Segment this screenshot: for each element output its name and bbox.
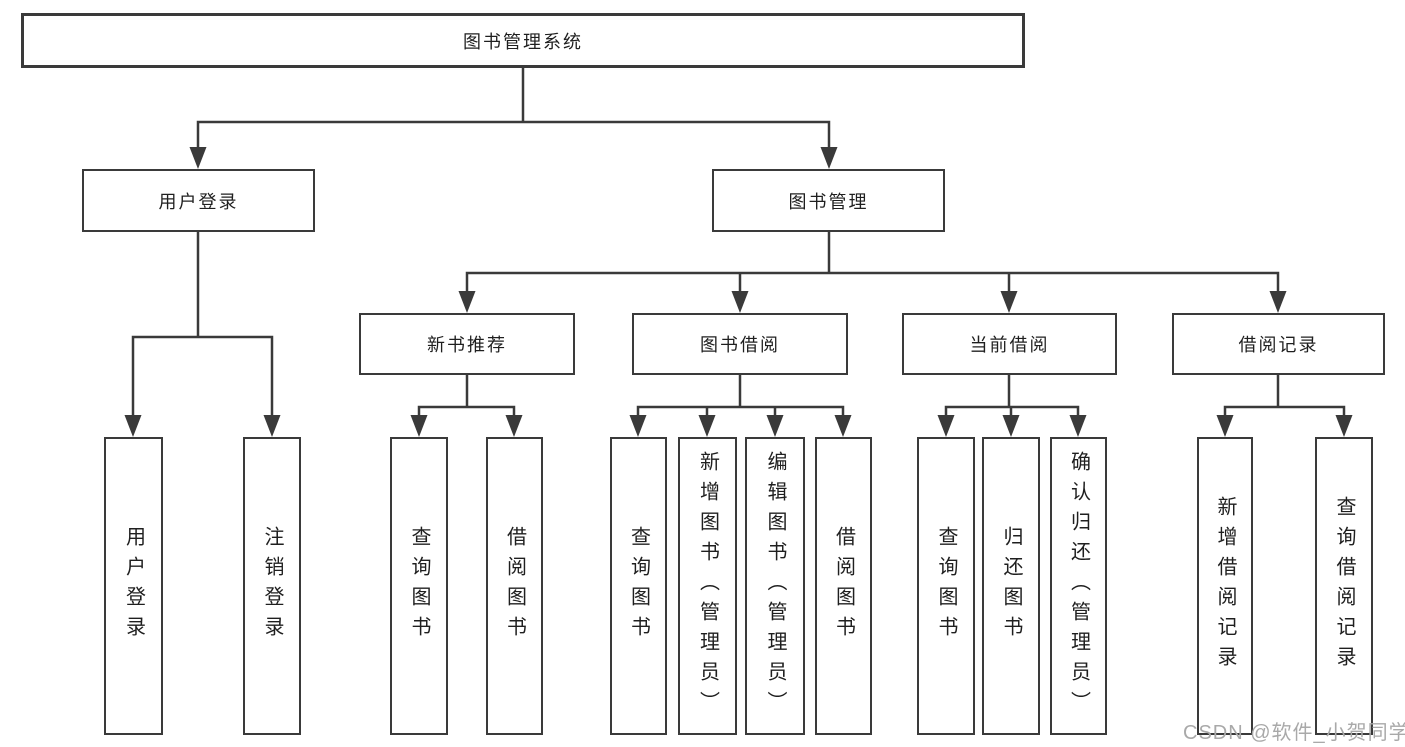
node-user-login: 用户登录 <box>82 169 315 232</box>
node-label: 图书借阅 <box>700 335 780 355</box>
node-borrowing-records: 借阅记录 <box>1172 313 1385 375</box>
node-label: 借阅图书 <box>503 526 526 646</box>
connector-lines <box>131 68 1346 418</box>
leaf-query-books: 查询图书 <box>610 437 667 735</box>
node-label: 用户登录 <box>158 191 239 212</box>
node-label: 查询图书 <box>408 526 430 646</box>
leaf-add-borrow-record: 新增借阅记录 <box>1197 437 1253 735</box>
node-label: 当前借阅 <box>969 335 1050 355</box>
node-label: 用户登录 <box>122 526 145 646</box>
leaf-return-books: 归还图书 <box>982 437 1040 735</box>
leaf-confirm-return-admin: 确认归还（管理员） <box>1050 437 1107 735</box>
node-label: 图书管理 <box>788 191 869 212</box>
node-current-borrowing: 当前借阅 <box>902 313 1117 375</box>
leaf-query-books: 查询图书 <box>390 437 448 735</box>
leaf-user-login: 用户登录 <box>104 437 163 735</box>
node-label: 注销登录 <box>261 526 283 646</box>
csdn-watermark: CSDN @软件_小贺同学 <box>1183 722 1405 744</box>
node-label: 查询图书 <box>627 526 650 646</box>
leaf-borrow-books: 借阅图书 <box>815 437 872 735</box>
node-label: 查询借阅记录 <box>1333 496 1355 676</box>
node-library-management-system: 图书管理系统 <box>21 13 1025 68</box>
node-label: 编辑图书（管理员） <box>764 451 786 721</box>
node-label: 新增借阅记录 <box>1214 496 1236 676</box>
node-label: 查询图书 <box>935 526 957 646</box>
leaf-query-books: 查询图书 <box>917 437 975 735</box>
node-label: 归还图书 <box>1000 526 1022 646</box>
leaf-add-books-admin: 新增图书（管理员） <box>678 437 737 735</box>
node-label: 新书推荐 <box>427 335 507 355</box>
connector-arrowheads <box>124 147 1353 437</box>
leaf-borrow-books: 借阅图书 <box>486 437 543 735</box>
node-label: 图书管理系统 <box>463 31 583 52</box>
leaf-query-borrow-record: 查询借阅记录 <box>1315 437 1373 735</box>
node-label: 借阅图书 <box>832 526 855 646</box>
node-label: 借阅记录 <box>1238 335 1319 355</box>
leaf-logout: 注销登录 <box>243 437 301 735</box>
node-new-book-recommendation: 新书推荐 <box>359 313 575 375</box>
node-book-borrowing: 图书借阅 <box>632 313 848 375</box>
node-book-management: 图书管理 <box>712 169 945 232</box>
node-label: 确认归还（管理员） <box>1067 451 1090 721</box>
node-label: 新增图书（管理员） <box>696 451 719 721</box>
leaf-edit-books-admin: 编辑图书（管理员） <box>745 437 805 735</box>
